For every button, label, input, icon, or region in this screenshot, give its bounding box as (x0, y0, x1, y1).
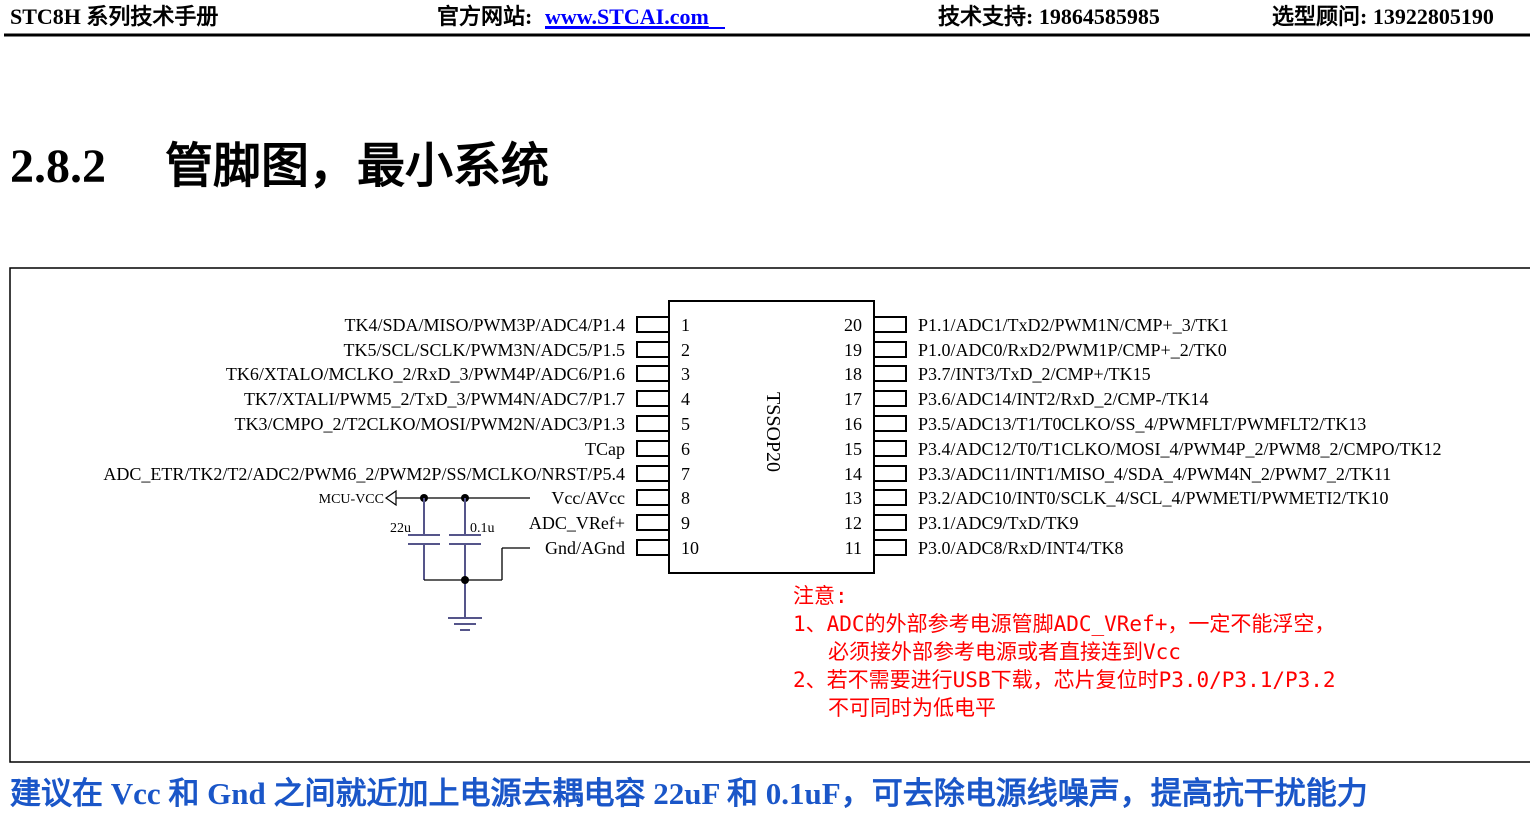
pin-label: Vcc/AVcc (551, 488, 625, 508)
pin-18 (873, 365, 907, 382)
pin-number: 9 (681, 513, 690, 533)
pin-label: P3.3/ADC11/INT1/MISO_4/SDA_4/PWM4N_2/PWM… (918, 464, 1391, 484)
pin-number: 14 (844, 464, 862, 484)
pin-label: P1.0/ADC0/RxD2/PWM1P/CMP+_2/TK0 (918, 340, 1227, 360)
pin-5 (636, 415, 670, 432)
website-link[interactable]: www.STCAI.com (545, 4, 709, 29)
pin-label: TK6/XTALO/MCLKO_2/RxD_3/PWM4P/ADC6/P1.6 (226, 364, 625, 384)
pin-number: 5 (681, 414, 690, 434)
pin-number: 15 (844, 439, 862, 459)
pin-15 (873, 440, 907, 457)
pin-7 (636, 465, 670, 482)
decoupling-tip: 建议在 Vcc 和 Gnd 之间就近加上电源去耦电容 22uF 和 0.1uF，… (10, 776, 1368, 811)
pin-12 (873, 514, 907, 531)
pin-11 (873, 539, 907, 556)
pin-label: P1.1/ADC1/TxD2/PWM1N/CMP+_3/TK1 (918, 315, 1229, 335)
pin-1 (636, 316, 670, 333)
note-title: 注意: (793, 584, 848, 608)
pin-number: 17 (844, 389, 862, 409)
mcu-vcc-arrow-icon (384, 489, 397, 507)
pin-number: 10 (681, 538, 699, 558)
pin-label: ADC_VRef+ (529, 513, 625, 533)
cap-22u-label: 22u (390, 521, 411, 536)
pin-number: 1 (681, 315, 690, 335)
pin-number: 3 (681, 364, 690, 384)
pin-number: 7 (681, 464, 690, 484)
pin-number: 2 (681, 340, 690, 360)
diagram-frame (9, 267, 1530, 763)
pin-9 (636, 514, 670, 531)
chip-body (668, 300, 875, 574)
pin-label: P3.6/ADC14/INT2/RxD_2/CMP-/TK14 (918, 389, 1209, 409)
pin-6 (636, 440, 670, 457)
doc-title: STC8H 系列技术手册 (10, 4, 218, 29)
chip-package: TSSOP20 (762, 392, 784, 472)
decoupling-circuit: MCU-VCC 22u 0.1u (319, 489, 530, 631)
pin-label: P3.1/ADC9/TxD/TK9 (918, 513, 1079, 533)
pin-16 (873, 415, 907, 432)
pin-number: 4 (681, 389, 690, 409)
pin-10 (636, 539, 670, 556)
ground-icon (448, 617, 482, 631)
cap-01u-label: 0.1u (470, 521, 495, 536)
pin-number: 11 (845, 538, 862, 558)
pin-label: TK7/XTALI/PWM5_2/TxD_3/PWM4N/ADC7/P1.7 (244, 389, 625, 409)
pin-number: 8 (681, 488, 690, 508)
note-1: 1、ADC的外部参考电源管脚ADC_VRef+，一定不能浮空， (793, 612, 1335, 636)
note-2b: 不可同时为低电平 (828, 696, 996, 720)
website-label: 官方网站: (437, 4, 532, 29)
support-phone: 技术支持: 19864585985 (938, 4, 1160, 29)
pin-19 (873, 341, 907, 358)
pin-label: TCap (585, 439, 625, 459)
section-title: 管脚图，最小系统 (165, 138, 549, 194)
pin-number: 16 (844, 414, 862, 434)
pin-3 (636, 365, 670, 382)
pin-2 (636, 341, 670, 358)
pin-group: 1 TK4/SDA/MISO/PWM3P/ADC4/P1.4 20 P1.1/ADC1… (103, 315, 1441, 558)
pin-number: 18 (844, 364, 862, 384)
pin-label: P3.2/ADC10/INT0/SCLK_4/SCL_4/PWMETI/PWME… (918, 488, 1389, 508)
pin-label: Gnd/AGnd (545, 538, 625, 558)
pin-label: TK5/SCL/SCLK/PWM3N/ADC5/P1.5 (343, 340, 625, 360)
pin-label: TK3/CMPO_2/T2CLKO/MOSI/PWM2N/ADC3/P1.3 (234, 414, 625, 434)
pin-number: 20 (844, 315, 862, 335)
pin-20 (873, 316, 907, 333)
section-number: 2.8.2 (10, 140, 106, 193)
pin-14 (873, 465, 907, 482)
pin-number: 12 (844, 513, 862, 533)
pin-17 (873, 390, 907, 407)
pin-number: 6 (681, 439, 690, 459)
note-1b: 必须接外部参考电源或者直接连到Vcc (828, 640, 1181, 664)
pin-8 (636, 489, 670, 506)
pin-label: P3.5/ADC13/T1/T0CLKO/SS_4/PWMFLT/PWMFLT2… (918, 414, 1366, 434)
pin-label: TK4/SDA/MISO/PWM3P/ADC4/P1.4 (344, 315, 625, 335)
pin-label: ADC_ETR/TK2/T2/ADC2/PWM6_2/PWM2P/SS/MCLK… (103, 464, 625, 484)
sales-phone: 选型顾问: 13922805190 (1272, 4, 1494, 29)
pin-4 (636, 390, 670, 407)
pin-label: P3.0/ADC8/RxD/INT4/TK8 (918, 538, 1124, 558)
pin-number: 13 (844, 488, 862, 508)
pin-label: P3.7/INT3/TxD_2/CMP+/TK15 (918, 364, 1151, 384)
pin-label: P3.4/ADC12/T0/T1CLKO/MOSI_4/PWM4P_2/PWM8… (918, 439, 1442, 459)
mcu-vcc-label: MCU-VCC (319, 492, 384, 507)
note-2: 2、若不需要进行USB下载，芯片复位时P3.0/P3.1/P3.2 (793, 668, 1336, 692)
pin-13 (873, 489, 907, 506)
pin-number: 19 (844, 340, 862, 360)
